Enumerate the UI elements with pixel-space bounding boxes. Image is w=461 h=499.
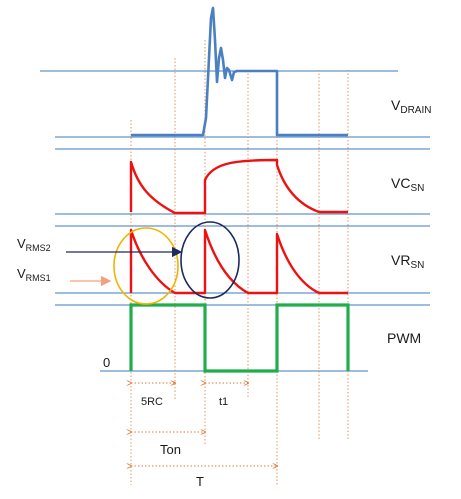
dimension-arrows: [131, 383, 277, 466]
vrms1-ellipse: [113, 227, 179, 305]
baseline-lines: [40, 70, 430, 372]
vrsn-waveform: [129, 228, 348, 295]
vdrain-label: VDRAIN: [391, 97, 431, 116]
vrms2-label: VRMS2: [17, 236, 51, 253]
pwm-waveform: [129, 303, 350, 373]
vcsn-waveform: [129, 158, 348, 215]
pwm-label: PWM: [387, 330, 421, 346]
vrms1-label: VRMS1: [17, 266, 51, 283]
vrsn-label: VRSN: [391, 252, 424, 271]
zero-label: 0: [103, 355, 110, 370]
five-rc-label: 5RC: [141, 396, 163, 408]
vcsn-label: VCSN: [391, 175, 424, 194]
t1-label: t1: [219, 396, 228, 408]
period-label: T: [196, 474, 204, 489]
vdrain-waveform: [131, 6, 348, 137]
ton-label: Ton: [160, 442, 181, 457]
vrms2-ellipse: [180, 221, 240, 299]
